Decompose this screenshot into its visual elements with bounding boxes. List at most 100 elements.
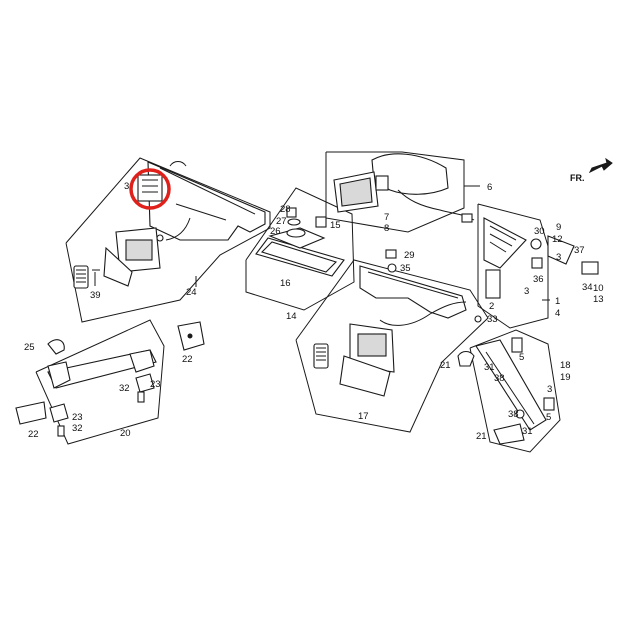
grommet-30 <box>530 238 542 250</box>
group-outline <box>469 329 561 453</box>
callout-14: 14 <box>286 311 297 322</box>
callout-10: 10 <box>593 283 604 294</box>
callout-3d: 3 <box>547 384 552 395</box>
bracket-26 <box>286 228 306 238</box>
callout-3b: 3 <box>556 252 561 263</box>
clip-36 <box>531 257 543 269</box>
group-outline <box>477 203 549 329</box>
callout-15: 15 <box>330 220 341 231</box>
front-direction-label: FR. <box>570 173 585 183</box>
callout-4: 4 <box>555 308 560 319</box>
visor-clip <box>169 161 187 167</box>
callout-22b: 22 <box>28 429 39 440</box>
callout-23b: 23 <box>72 412 83 423</box>
visor-bracket[interactable] <box>137 174 163 202</box>
callout-38a: 38 <box>494 373 505 384</box>
visor-wire-right <box>379 301 467 326</box>
front-direction-indicator: FR. <box>570 157 613 183</box>
fastener-5a <box>511 337 523 353</box>
callout-12: 12 <box>552 234 563 245</box>
callout-13: 13 <box>593 294 604 305</box>
screw-32b <box>137 391 145 403</box>
highlight-circle <box>129 168 171 210</box>
screw <box>156 234 164 242</box>
mirror-cover <box>103 246 133 287</box>
callout-27: 27 <box>276 216 287 227</box>
bolt-28 <box>286 207 297 218</box>
clip-21-top <box>457 350 475 367</box>
callout-21b: 21 <box>476 431 487 442</box>
cap-23b <box>135 373 155 393</box>
pillar-garnish-group: 21 31 38 5 18 19 38 5 31 21 3 <box>440 329 571 453</box>
cap-23a <box>49 403 69 423</box>
grommet-38 <box>515 409 525 419</box>
vanity-mirror-right <box>357 333 387 357</box>
screw-32a <box>57 425 65 437</box>
callout-7: 7 <box>384 212 389 223</box>
clip-25 <box>47 339 65 355</box>
callout-17: 17 <box>358 411 369 422</box>
callout-1: 1 <box>555 296 560 307</box>
mirror-cover-right <box>339 355 391 397</box>
grip-end-right <box>129 349 155 373</box>
group-outline <box>295 259 489 433</box>
grip-end-left <box>47 361 71 389</box>
vanity-mirror <box>125 239 153 261</box>
callout-33: 33 <box>487 314 498 325</box>
corner-garnish-group: 30 36 9 12 37 3 3 34 10 13 2 1 4 <box>477 203 604 329</box>
sun-visor-panel[interactable] <box>147 161 266 241</box>
screw-35 <box>387 263 397 273</box>
callout-26: 26 <box>270 226 281 237</box>
callout-23a: 23 <box>150 379 161 390</box>
group-outline <box>245 187 355 311</box>
mirror-base <box>375 175 389 191</box>
visor-wire <box>165 217 191 241</box>
connector <box>461 213 473 223</box>
callout-18: 18 <box>560 360 571 371</box>
callout-22a: 22 <box>182 354 193 365</box>
callout-16: 16 <box>280 278 291 289</box>
callout-30: 30 <box>534 226 545 237</box>
garnish-12 <box>547 235 575 265</box>
corner-garnish[interactable] <box>483 217 527 269</box>
callout-38b: 38 <box>508 409 519 420</box>
callout-24: 24 <box>186 287 197 298</box>
callout-3c: 3 <box>524 286 529 297</box>
callout-29: 29 <box>404 250 415 261</box>
mirror-housing[interactable] <box>371 153 449 195</box>
mirror-lamp[interactable] <box>73 265 89 289</box>
group-outline <box>65 157 271 323</box>
callout-28: 28 <box>280 204 291 215</box>
callout-3: 3 <box>124 181 129 192</box>
clip-15 <box>315 216 327 228</box>
interior-light-group: 28 27 26 15 16 14 <box>245 187 355 322</box>
right-sun-visor-group: 29 35 17 33 <box>295 249 498 433</box>
callout-34: 34 <box>582 282 593 293</box>
callout-35: 35 <box>400 263 411 274</box>
left-sun-visor-group: 3 24 39 <box>65 157 271 323</box>
fastener-5b <box>543 397 555 411</box>
callout-37: 37 <box>574 245 585 256</box>
callout-5a: 5 <box>519 352 524 363</box>
callout-20: 20 <box>120 428 131 439</box>
callout-31b: 31 <box>522 426 533 437</box>
bracket-22-bottom <box>15 401 47 425</box>
callout-32b: 32 <box>72 423 83 434</box>
mirror-glass <box>339 177 373 207</box>
clip-21-bottom <box>493 423 525 445</box>
callout-31a: 31 <box>484 362 495 373</box>
assist-grip-group: 25 22 23 32 23 32 22 20 <box>15 319 205 445</box>
screw-33 <box>474 315 482 323</box>
visor-detail <box>159 167 256 221</box>
front-arrow-icon <box>588 157 613 174</box>
washer-27 <box>287 218 301 226</box>
callout-32a: 32 <box>119 383 130 394</box>
callout-8: 8 <box>384 223 389 234</box>
callout-21a: 21 <box>440 360 451 371</box>
garnish-bracket <box>485 269 501 299</box>
sun-visor-panel-right[interactable] <box>359 265 467 319</box>
callout-36: 36 <box>533 274 544 285</box>
callout-25: 25 <box>24 342 35 353</box>
clip-29 <box>385 249 397 259</box>
